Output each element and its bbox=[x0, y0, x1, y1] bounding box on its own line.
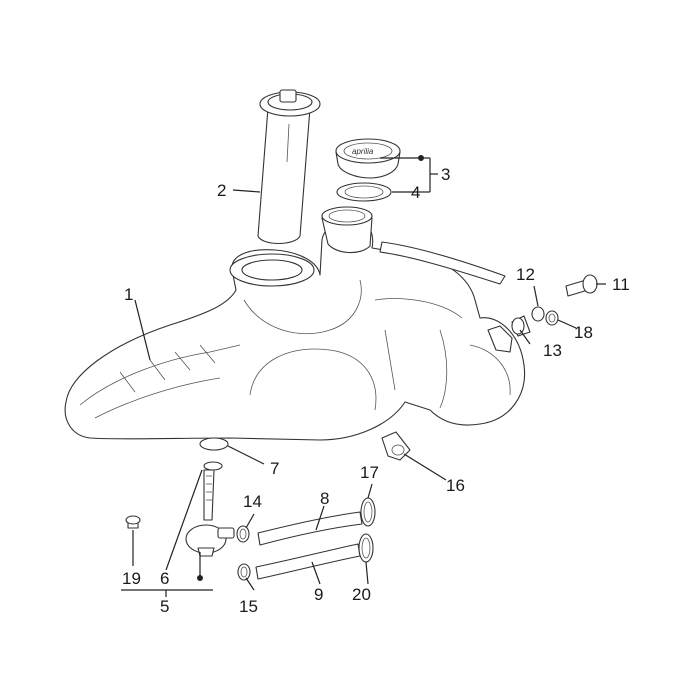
hose-clamp-17 bbox=[360, 497, 376, 527]
fuel-hose-8 bbox=[257, 511, 363, 546]
washer-18 bbox=[545, 310, 559, 326]
washer-7 bbox=[199, 437, 229, 471]
callout-13: 13 bbox=[543, 341, 562, 360]
fuel-tank bbox=[64, 220, 526, 441]
callout-9: 9 bbox=[314, 585, 323, 604]
callout-14: 14 bbox=[243, 492, 262, 511]
bolt-11 bbox=[565, 274, 598, 297]
callout-15: 15 bbox=[239, 597, 258, 616]
cap-gasket bbox=[336, 182, 392, 202]
marker-dot-3 bbox=[418, 155, 424, 161]
callout-3: 3 bbox=[441, 165, 450, 184]
callout-7: 7 bbox=[270, 459, 279, 478]
callout-1: 1 bbox=[124, 285, 133, 304]
leader-lines bbox=[121, 157, 606, 597]
hose-clamp-15 bbox=[237, 563, 251, 581]
callout-4: 4 bbox=[411, 183, 420, 202]
callout-16: 16 bbox=[446, 476, 465, 495]
callout-12: 12 bbox=[516, 265, 535, 284]
callout-11: 11 bbox=[612, 275, 630, 294]
callout-5: 5 bbox=[160, 597, 169, 616]
washer-12 bbox=[531, 306, 545, 322]
cap-brand-text: aprilia bbox=[352, 147, 374, 156]
filler-neck bbox=[321, 206, 373, 254]
callout-2: 2 bbox=[217, 181, 226, 200]
callout-18: 18 bbox=[574, 323, 593, 342]
fuel-level-sender bbox=[257, 89, 321, 245]
fuel-hose-9 bbox=[255, 543, 361, 580]
screw-19 bbox=[125, 515, 141, 529]
fuel-tap bbox=[185, 469, 235, 557]
hose-clamp-14 bbox=[236, 525, 250, 543]
marker-dot-6 bbox=[197, 575, 203, 581]
spacer-13 bbox=[511, 315, 531, 337]
callout-8: 8 bbox=[320, 489, 329, 508]
callout-6: 6 bbox=[160, 569, 169, 588]
callout-20: 20 bbox=[352, 585, 371, 604]
callout-17: 17 bbox=[360, 463, 379, 482]
hose-clamp-20 bbox=[358, 533, 374, 563]
callout-19: 19 bbox=[122, 569, 141, 588]
